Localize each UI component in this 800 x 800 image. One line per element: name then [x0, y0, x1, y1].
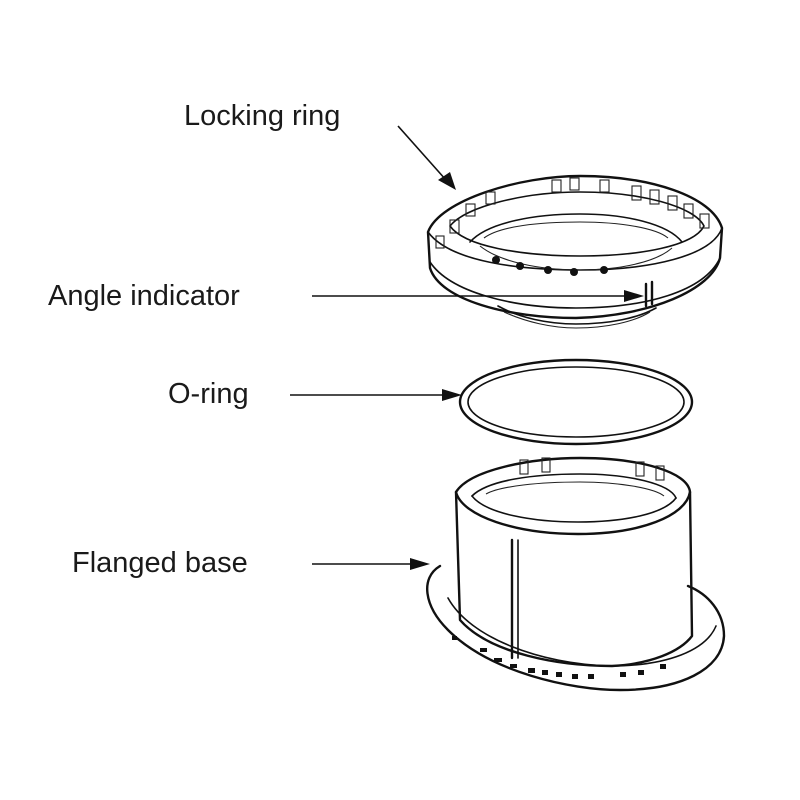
label-angle-indicator: Angle indicator — [48, 280, 240, 312]
locking-ring-pointer — [397, 125, 456, 190]
o-ring-drawing — [458, 358, 694, 446]
label-locking-ring: Locking ring — [184, 100, 340, 132]
label-o-ring: O-ring — [168, 378, 249, 410]
flanged-base-pointer — [312, 558, 430, 570]
angle-indicator-pointer — [312, 290, 644, 302]
locking-ring-drawing — [426, 174, 724, 329]
flanged-base-drawing — [426, 456, 726, 692]
o-ring-pointer — [290, 389, 462, 401]
label-flanged-base: Flanged base — [72, 547, 248, 579]
